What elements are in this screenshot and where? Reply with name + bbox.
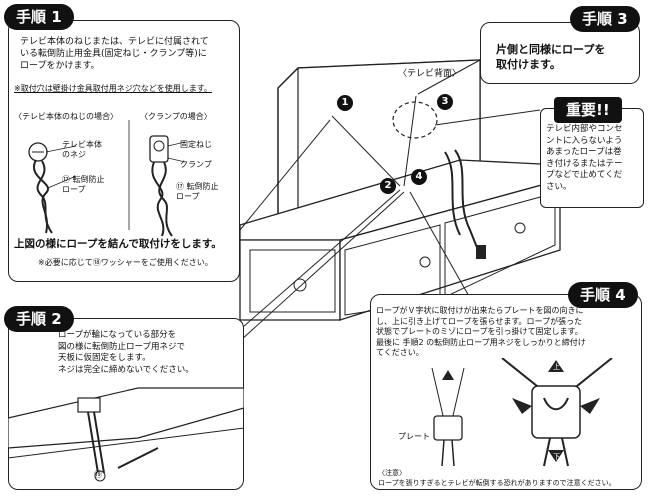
marker-4: 4 [411, 169, 427, 185]
marker-3: 3 [437, 94, 453, 110]
label-rope-b: ⑰ 転倒防止 ロープ [176, 182, 219, 201]
clamp-knot-illustration [149, 135, 186, 237]
step1-badge: 手順 1 [4, 4, 74, 30]
step4-badge: 手順 4 [568, 282, 638, 308]
step4-caution-text: ロープを張りすぎるとテレビが転倒する恐れがありますので注意ください。 [378, 479, 616, 487]
label-tv-screw: テレビ本体 のネジ [62, 140, 102, 159]
step3-text: 片側と同様にロープを 取付けます。 [496, 43, 606, 71]
marker-2: 2 [380, 178, 396, 194]
tv-back-label: 〈テレビ背面〉 [398, 69, 462, 79]
screw-knot-illustration [28, 142, 77, 234]
label-fix-screw: 固定ねじ [180, 140, 212, 149]
step2-illustration [8, 387, 244, 482]
important-badge: 重要!! [554, 97, 622, 123]
marker-1: 1 [337, 95, 353, 111]
step4-plate-illustration [431, 358, 613, 467]
step1-washer-note: ※必要に応じて⑱ワッシャーをご使用ください。 [38, 258, 213, 267]
step1-case-clamp: 〈クランプの場合〉 [140, 112, 212, 121]
divider-line [128, 120, 130, 230]
step3-badge: 手順 3 [570, 6, 640, 32]
step2-screw-num: ⑲ [94, 470, 102, 479]
step4-arrow-down: 下 [553, 453, 560, 461]
step1-note: ※取付穴は壁掛け金具取付用ネジ穴などを使用します。 [14, 84, 212, 93]
step1-bottom-text: 上図の様にロープを結んで取付けをします。 [14, 238, 222, 250]
step2-text: ロープが輪になっている部分を 図の様に転倒防止ロープ用ネジで 天板に仮固定をしま… [58, 330, 194, 375]
step4-panel [370, 294, 642, 490]
step4-caution-title: 〈注意〉 [378, 469, 406, 477]
important-text: テレビ内部やコンセ ントに入らないよう あまったロープは巻 き付けるまたはテー … [546, 124, 623, 192]
label-rope-a: ⑰ 転倒防止 ロープ [62, 175, 105, 194]
label-clamp: クランプ [180, 160, 212, 169]
important-panel [540, 108, 644, 208]
step4-text: ロープがＶ字状に取付けが出来たらプレートを図の向きに し、上に引き上げてロープを… [376, 306, 586, 357]
step4-plate-label: プレート [398, 432, 430, 441]
step1-case-screw: 〈テレビ本体のねじの場合〉 [14, 112, 118, 121]
step4-arrow-up: 上 [553, 363, 560, 371]
step2-badge: 手順 2 [4, 306, 74, 332]
step3-panel [480, 22, 640, 84]
step1-text: テレビ本体のねじまたは、テレビに付属されて いる転倒防止用金具(固定ねじ・クラン… [20, 37, 209, 71]
